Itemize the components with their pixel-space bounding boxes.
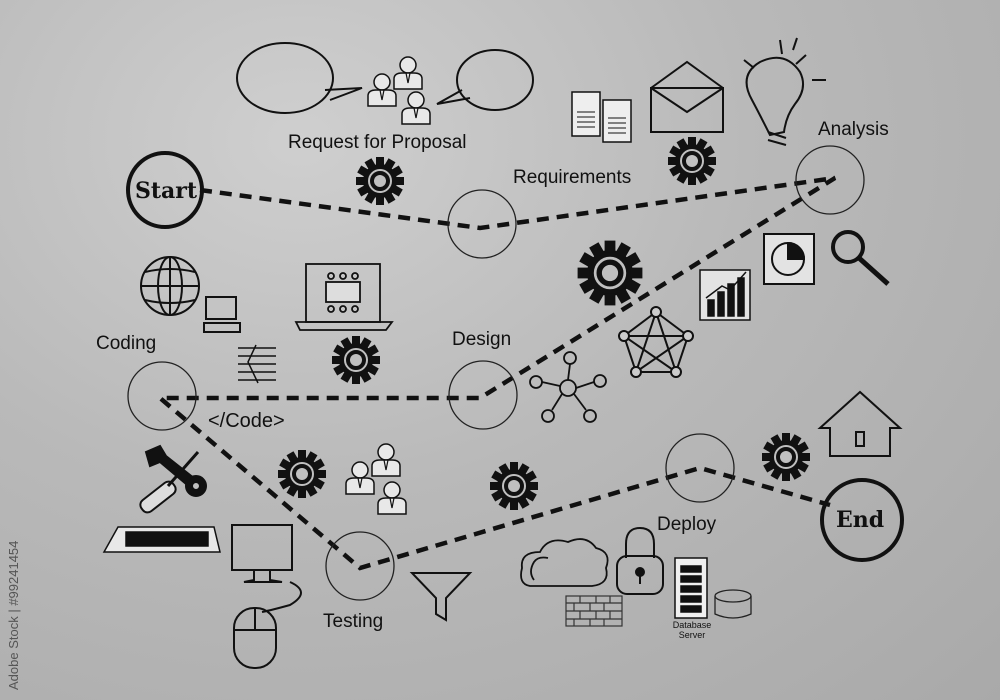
mouse-icon: [233, 581, 302, 669]
funnel-icon: [409, 572, 473, 622]
coding-label: Coding: [96, 333, 157, 354]
start-label: Start: [135, 178, 198, 204]
requirements-node: [447, 189, 517, 259]
design-node: [448, 360, 518, 430]
end-node: [820, 478, 904, 562]
gear-icon: [331, 335, 381, 385]
cloud-icon: [520, 538, 609, 587]
design-label: Design: [452, 329, 512, 350]
gear-icon: [489, 461, 539, 511]
database-server-label-line1: Database: [672, 620, 712, 630]
pie-chart-icon: [763, 233, 815, 285]
end-label: End: [836, 507, 885, 533]
bar-chart-icon: [699, 269, 751, 321]
laptop-icon: [294, 263, 394, 331]
testing-node: [325, 531, 395, 601]
database-server-label: Database Server: [664, 620, 720, 640]
magnifier-icon: [831, 230, 890, 286]
database-server-label-line2: Server: [678, 630, 706, 640]
analysis-label: Analysis: [818, 119, 889, 140]
wrench-icon: [139, 444, 207, 514]
testing-label: Testing: [323, 611, 384, 632]
network-icon: [529, 351, 607, 423]
speech-bubble-icon: [436, 49, 534, 111]
deploy-node: [665, 433, 735, 503]
process-path: [153, 175, 837, 571]
gear-icon: [576, 239, 644, 307]
request-for-proposal-label: Request for Proposal: [288, 132, 467, 153]
gear-icon: [761, 432, 811, 482]
database-icon: [714, 589, 752, 619]
coding-node: [127, 361, 197, 431]
watermark: Adobe Stock | #99241454: [6, 470, 26, 690]
people-icon: [367, 56, 431, 125]
circuit-icon: [238, 344, 276, 384]
watermark-text: Adobe Stock | #99241454: [6, 540, 21, 690]
gear-icon: [355, 156, 405, 206]
brick-wall-icon: [565, 595, 623, 627]
monitor-icon: [231, 524, 293, 583]
keyboard-icon: [102, 526, 221, 553]
documents-icon: [571, 91, 632, 143]
lightbulb-icon: [743, 37, 826, 146]
padlock-icon: [616, 526, 664, 595]
gear-icon: [277, 449, 327, 499]
envelope-icon: [650, 60, 724, 133]
monitor-icon: [203, 296, 241, 333]
start-node: [126, 151, 204, 229]
server-icon: [674, 557, 708, 619]
people-icon: [345, 443, 407, 515]
house-icon: [817, 390, 903, 457]
analysis-node: [795, 145, 865, 215]
speech-bubble-icon: [236, 42, 363, 114]
code-tag-label: </Code>: [208, 410, 285, 432]
globe-icon: [140, 256, 200, 316]
requirements-label: Requirements: [513, 167, 632, 188]
deploy-label: Deploy: [657, 514, 717, 535]
gear-icon: [667, 136, 717, 186]
network-icon: [618, 306, 694, 378]
